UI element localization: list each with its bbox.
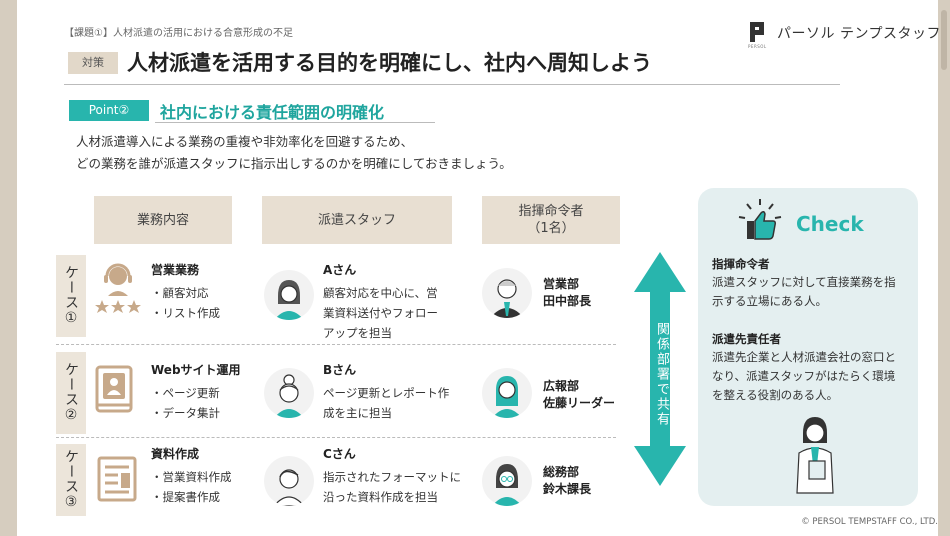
duty-items: ・ページ更新・データ集計 xyxy=(151,386,220,420)
right-scrollbar[interactable] xyxy=(938,0,950,536)
header-duty: 業務内容 xyxy=(94,196,232,244)
commander-avatar xyxy=(482,456,532,506)
check-title: Check xyxy=(796,212,864,236)
staff-name: Aさん xyxy=(323,263,357,277)
point-title: 社内における責任範囲の明確化 xyxy=(160,103,385,122)
arrow-label: 関係部署で共有 xyxy=(654,322,669,427)
header-staff: 派遣スタッフ xyxy=(262,196,452,244)
commander-name: 営業部田中部長 xyxy=(543,277,592,308)
point-badge: Point② xyxy=(69,100,149,121)
case-label-1: ケース① xyxy=(56,255,86,337)
staff-name: Cさん xyxy=(323,447,356,461)
sales-support-icon xyxy=(94,262,142,314)
duty-title: Webサイト運用 xyxy=(151,363,241,377)
logo-small-text: PERSOL xyxy=(748,44,767,49)
topic-label: 【課題①】人材派遣の活用における合意形成の不足 xyxy=(64,28,293,39)
commander-name: 広報部佐藤リーダー xyxy=(543,379,616,410)
commander-avatar xyxy=(482,268,532,318)
description: 人材派遣導入による業務の重複や非効率化を回避するため、 どの業務を誰が派遣スタッ… xyxy=(76,131,512,175)
description-line-1: 人材派遣導入による業務の重複や非効率化を回避するため、 xyxy=(76,134,414,149)
description-line-2: どの業務を誰が派遣スタッフに指示出しするのかを明確にしておきましょう。 xyxy=(76,156,512,171)
duty-title: 営業業務 xyxy=(151,263,200,277)
row-divider xyxy=(56,344,616,345)
title-divider xyxy=(64,84,840,85)
check-text: 派遣スタッフに対して直接業務を指示する立場にある人。 xyxy=(712,275,896,308)
staff-name: Bさん xyxy=(323,363,357,377)
double-arrow-icon xyxy=(630,252,690,486)
case-label-2: ケース② xyxy=(56,352,86,434)
duty-title: 資料作成 xyxy=(151,447,200,461)
staff-avatar xyxy=(264,270,314,320)
check-heading: 指揮命令者 xyxy=(712,257,770,271)
check-heading: 派遣先責任者 xyxy=(712,332,781,346)
staff-description: ページ更新とレポート作成を主に担当 xyxy=(323,386,450,420)
row-divider xyxy=(56,437,616,438)
page-title: 人材派遣を活用する目的を明確にし、社内へ周知しよう xyxy=(127,51,652,75)
staff-description: 顧客対応を中心に、営業資料送付やフォローアップを担当 xyxy=(323,286,438,340)
logo-name: パーソル テンプスタッフ xyxy=(777,26,942,42)
persol-logo-icon: PERSOL xyxy=(748,20,770,49)
woman-illustration xyxy=(785,415,845,499)
staff-description: 指示されたフォーマットに沿った資料作成を担当 xyxy=(323,470,461,504)
company-logo: PERSOL パーソル テンプスタッフ xyxy=(748,20,942,49)
profile-book-icon xyxy=(95,363,137,415)
commander-avatar xyxy=(482,368,532,418)
commander-name: 総務部鈴木課長 xyxy=(543,465,592,496)
thumbs-up-icon xyxy=(735,197,785,249)
staff-avatar xyxy=(264,368,314,418)
measure-tag: 対策 xyxy=(68,52,118,74)
staff-avatar xyxy=(264,456,314,506)
scrollbar-thumb[interactable] xyxy=(941,10,947,70)
duty-items: ・営業資料作成・提案書作成 xyxy=(151,470,232,504)
header-commander: 指揮命令者（1名） xyxy=(482,196,620,244)
document-icon xyxy=(96,455,138,503)
copyright: © PERSOL TEMPSTAFF CO., LTD. xyxy=(801,517,938,527)
left-side-bar xyxy=(0,0,17,536)
duty-items: ・顧客対応・リスト作成 xyxy=(151,286,220,320)
case-label-3: ケース③ xyxy=(56,444,86,516)
check-text: 派遣先企業と人材派遣会社の窓口となり、派遣スタッフがはたらく環境を整える役割のあ… xyxy=(712,350,896,402)
point-divider xyxy=(155,122,435,123)
